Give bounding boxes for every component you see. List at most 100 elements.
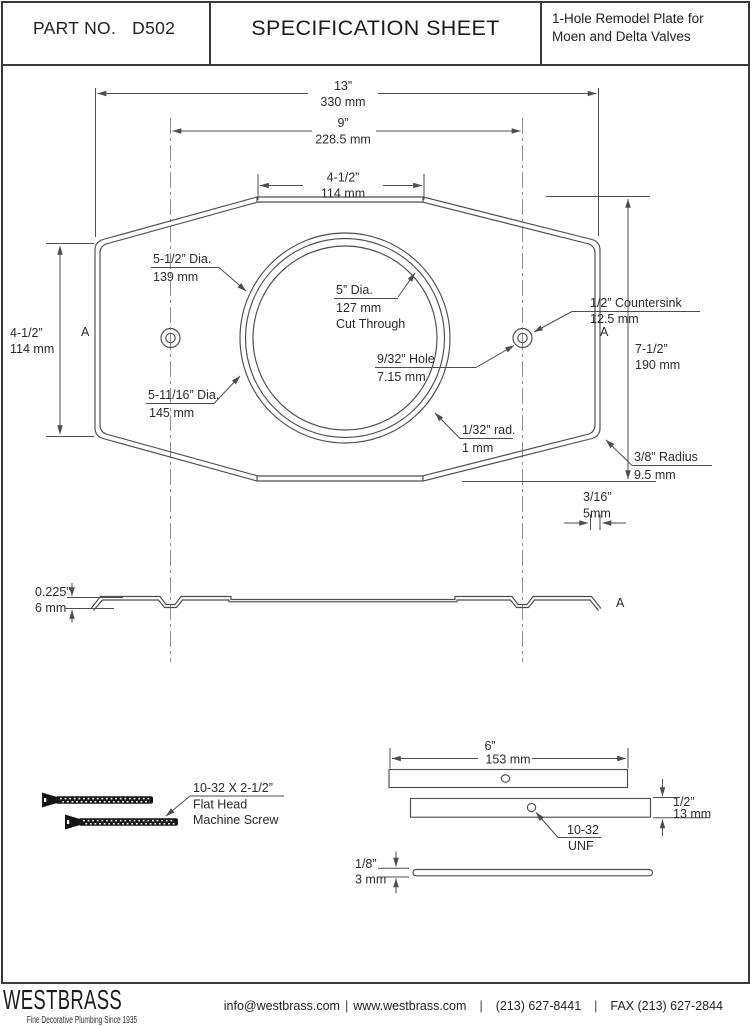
note-thread: 10-32 UNF [535,812,601,853]
note-screw-spec-l1: 10-32 X 2-1/2” [193,781,273,795]
dim-thickness-mm: 6 mm [35,601,66,615]
dim-screw-spacing: 9” 228.5 mm [172,116,521,147]
countersink-circle [512,327,533,349]
separator: | [344,999,349,1013]
bar-top-hole [500,774,511,783]
centerlines [170,118,523,662]
section-marker-left: A [81,325,90,339]
dim-flat-top-in: 4-1/2” [327,171,360,185]
screw-hole-left [160,327,181,349]
separator: | [479,999,483,1013]
dim-bar-thickness: 1/2” 13 mm [653,779,711,836]
leader-line [213,375,241,404]
bar-middle-hole [526,802,537,813]
dim-screw-spacing-in: 9” [337,116,348,130]
note-countersink-l1: 1/2” Countersink [590,296,682,310]
bar-middle-body [409,797,652,818]
leader-line [218,267,247,292]
note-cut-hole-l1: 5” Dia. [336,283,373,297]
screw-head [42,792,57,808]
plate-outline [94,196,601,482]
brand-block: WESTBRASS Fine Decorative Plumbing Since… [3,986,137,1026]
note-inner-ring-l1: 5-1/2” Dia. [153,252,211,266]
note-countersink: 1/2” Countersink 12.5 mm [533,296,700,333]
dim-bar-thickness-mm: 13 mm [673,807,711,821]
note-cut-hole: 5” Dia. 127 mm Cut Through [334,272,416,331]
note-inner-ring: 5-1/2” Dia. 139 mm [151,252,247,292]
note-screw-spec-l2: Flat Head [193,798,247,812]
section-top-line [90,595,602,609]
contact-email: info@westbrass.com [223,999,340,1013]
dim-side-height-in: 4-1/2” [10,326,43,340]
dim-rim-mm: 5mm [583,507,611,521]
hole-circle [165,332,176,344]
note-screw-hole: 9/32” Hole 7.15 mm [375,345,515,384]
dim-overall-width-in: 13” [334,79,352,93]
brand-logo: WESTBRASS [3,984,123,1015]
dim-rim: 3/16” 5mm [564,490,626,530]
dim-thickness-in: 0.225” [35,585,70,599]
dim-side-height: 4-1/2” 114 mm [10,243,94,437]
section-marker-right: A [600,325,609,339]
note-corner-radius-l2: 9.5 mm [634,468,676,482]
screw-shank [79,818,178,826]
bar-middle [409,797,652,818]
note-countersink-l2: 12.5 mm [590,312,639,326]
footer: WESTBRASS Fine Decorative Plumbing Since… [0,986,755,1026]
screw-hole-right [512,327,533,349]
note-cut-hole-l2: 127 mm [336,301,381,315]
screw-slot [44,798,47,802]
leader-line [535,812,559,838]
dim-thickness: 0.225” 6 mm [35,583,123,623]
dim-strip-thickness-mm: 3 mm [355,873,386,887]
dim-total-height-in: 7-1/2” [635,342,668,356]
screw-slot [67,820,70,824]
leader-line [434,412,461,439]
machine-screw-2 [65,814,178,830]
dim-side-height-mm: 114 mm [10,342,54,356]
note-outer-ring-l2: 145 mm [149,406,194,420]
dim-strip-thickness-in: 1/8” [355,857,377,871]
bar-top [388,768,629,789]
contact-fax: FAX (213) 627-2844 [610,999,723,1013]
machine-screw-1 [42,792,153,808]
screw-illustrations [42,792,178,830]
note-screw-hole-l1: 9/32” Hole [377,352,435,366]
ring-cut-through [252,245,438,431]
dim-bar-thickness-in: 1/2” [673,795,695,809]
leader-line [165,795,191,817]
note-edge-radius-l1: 1/32” rad. [462,423,516,437]
section-bottom-line [93,599,599,611]
dim-rim-in: 3/16” [583,490,612,504]
note-thread-l2: UNF [568,839,594,853]
dim-flat-top-mm: 114 mm [321,187,365,201]
dim-screw-spacing-mm: 228.5 mm [315,133,371,147]
hole-circle [517,332,528,344]
note-screw-spec: 10-32 X 2-1/2” Flat Head Machine Screw [165,781,284,827]
dim-bar-length-in: 6” [484,739,495,753]
note-edge-radius: 1/32” rad. 1 mm [434,412,516,455]
leader-line [605,439,633,466]
note-screw-spec-l3: Machine Screw [193,813,279,827]
dim-bar-length: 6” 153 mm [389,739,629,769]
separator: | [594,999,598,1013]
note-outer-ring: 5-11/16” Dia. 145 mm [146,375,241,420]
note-edge-radius-l2: 1 mm [462,441,493,455]
note-corner-radius: 3/8” Radius 9.5 mm [605,439,712,482]
leader-line [397,272,416,298]
dim-flat-top: 4-1/2” 114 mm [257,171,425,201]
contact-info: info@westbrass.com|www.westbrass.com|(21… [224,999,723,1013]
note-thread-l1: 10-32 [567,823,599,837]
note-cut-hole-l3: Cut Through [336,317,405,331]
strip-body [412,868,654,877]
plate-inner-edge [99,201,596,477]
screw-shank [56,796,153,804]
ring-middle [244,237,446,439]
dim-total-height-mm: 190 mm [635,358,680,372]
screw-head [65,814,80,830]
dim-bar-length-mm: 153 mm [485,753,530,767]
note-screw-hole-l2: 7.15 mm [377,370,426,384]
section-view-label: A [616,596,625,610]
dim-overall-width: 13” 330 mm [95,79,599,237]
